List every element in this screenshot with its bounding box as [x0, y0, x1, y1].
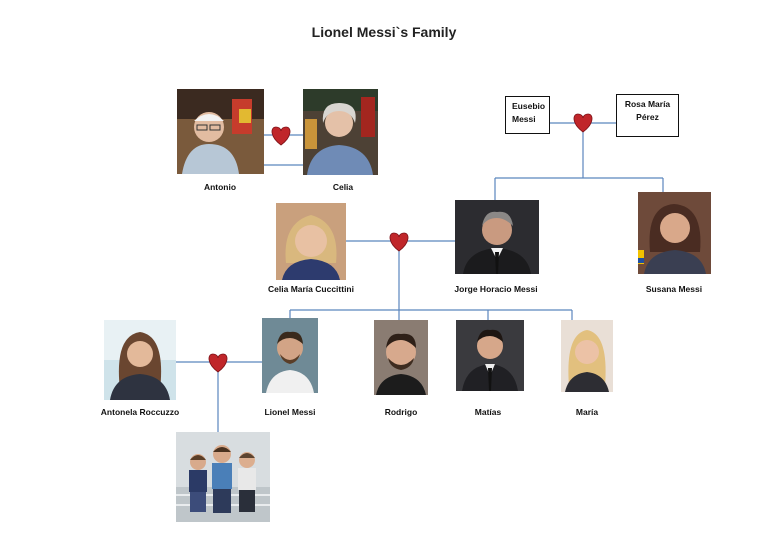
caption-antonio: Antonio	[203, 182, 237, 192]
heart-icon	[573, 113, 593, 133]
caption-celia-maria: Celia María Cuccittini	[268, 284, 354, 294]
caption-antonela: Antonela Roccuzzo	[100, 407, 180, 417]
photo-celia	[303, 89, 378, 175]
caption-matias: Matías	[474, 407, 502, 417]
heart-icon	[208, 353, 228, 373]
eusebio-line1: Eusebio	[512, 101, 546, 111]
photo-matias	[456, 320, 524, 391]
photo-lionel	[262, 318, 318, 393]
rosa-line2: Pérez	[636, 112, 659, 122]
eusebio-line2: Messi	[512, 114, 536, 124]
heart-icon	[271, 126, 291, 146]
caption-rodrigo: Rodrigo	[384, 407, 418, 417]
caption-lionel: Lionel Messi	[264, 407, 316, 417]
photo-antonio	[177, 89, 264, 174]
caption-susana: Susana Messi	[645, 284, 703, 294]
photo-children	[176, 432, 270, 522]
caption-maria: María	[575, 407, 599, 417]
heart-icon	[389, 232, 409, 252]
photo-susana	[638, 192, 711, 274]
page-title: Lionel Messi`s Family	[311, 24, 457, 40]
caption-celia: Celia	[332, 182, 354, 192]
box-rosa-maria-perez: Rosa María Pérez	[616, 94, 679, 137]
rosa-line1: Rosa María	[624, 99, 671, 109]
photo-maria	[561, 320, 613, 392]
photo-jorge	[455, 200, 539, 274]
photo-antonela	[104, 320, 176, 400]
photo-celia-maria	[276, 203, 346, 280]
caption-jorge: Jorge Horacio Messi	[454, 284, 538, 294]
photo-rodrigo	[374, 320, 428, 395]
hearts	[208, 113, 593, 373]
box-eusebio-messi: Eusebio Messi	[505, 96, 550, 134]
